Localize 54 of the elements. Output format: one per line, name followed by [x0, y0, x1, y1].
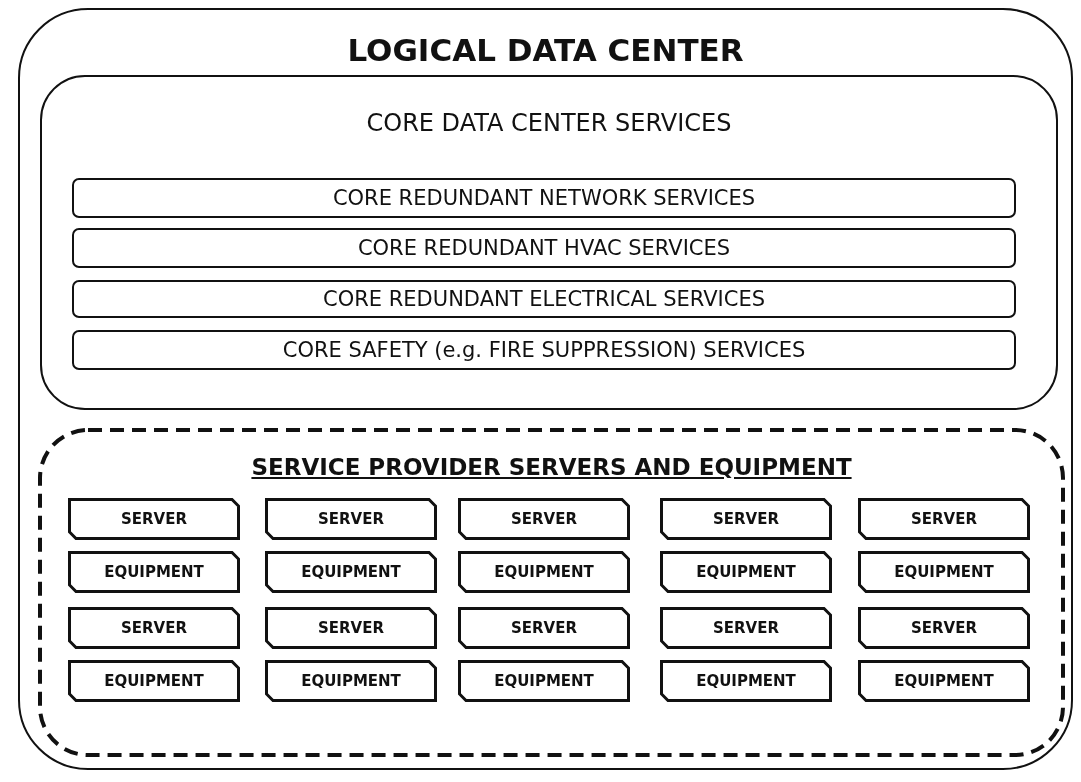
chamfered-box: [458, 660, 630, 702]
box-label: EQUIPMENT: [103, 563, 205, 581]
chamfered-box: [660, 660, 832, 702]
chamfered-box: [265, 498, 437, 540]
box-label: SERVER: [910, 619, 978, 637]
chamfered-box: [858, 660, 1030, 702]
chamfered-box: [660, 607, 832, 649]
group-box: [40, 75, 1058, 410]
chamfered-box: [458, 607, 630, 649]
dashed-group-box: [38, 428, 1065, 757]
chamfered-box: [68, 551, 240, 593]
box-label: EQUIPMENT: [493, 563, 595, 581]
chamfered-box: [858, 498, 1030, 540]
box-label: EQUIPMENT: [695, 563, 797, 581]
box-label: SERVER: [510, 510, 578, 528]
group-heading: SERVICE PROVIDER SERVERS AND EQUIPMENT: [251, 454, 852, 480]
chamfered-box: [458, 498, 630, 540]
box-label: SERVER: [910, 510, 978, 528]
chamfered-box: [858, 607, 1030, 649]
group-heading: LOGICAL DATA CENTER: [346, 32, 745, 68]
box-label: SERVER: [317, 619, 385, 637]
box-label: SERVER: [712, 510, 780, 528]
group-heading: CORE DATA CENTER SERVICES: [365, 109, 733, 137]
chamfered-box: [660, 551, 832, 593]
chamfered-box: [265, 607, 437, 649]
service-band: [72, 228, 1016, 268]
box-label: SERVER: [120, 510, 188, 528]
chamfered-box: [458, 551, 630, 593]
service-band: [72, 330, 1016, 370]
chamfered-box: [68, 607, 240, 649]
box-label: SERVER: [317, 510, 385, 528]
chamfered-box: [660, 498, 832, 540]
container-box: [18, 8, 1073, 770]
box-label: EQUIPMENT: [300, 563, 402, 581]
chamfered-box: [858, 551, 1030, 593]
box-label: EQUIPMENT: [893, 672, 995, 690]
box-label: CORE REDUNDANT ELECTRICAL SERVICES: [322, 287, 766, 311]
box-label: EQUIPMENT: [493, 672, 595, 690]
chamfered-box: [265, 551, 437, 593]
box-label: SERVER: [712, 619, 780, 637]
chamfered-box: [68, 498, 240, 540]
box-label: CORE REDUNDANT HVAC SERVICES: [356, 236, 732, 260]
chamfered-box: [265, 660, 437, 702]
service-band: [72, 280, 1016, 318]
box-label: EQUIPMENT: [695, 672, 797, 690]
chamfered-box: [68, 660, 240, 702]
box-label: SERVER: [120, 619, 188, 637]
box-label: EQUIPMENT: [893, 563, 995, 581]
box-label: CORE REDUNDANT NETWORK SERVICES: [331, 186, 757, 210]
box-label: CORE SAFETY (e.g. FIRE SUPPRESSION) SERVICES: [281, 338, 807, 362]
box-label: EQUIPMENT: [300, 672, 402, 690]
box-label: SERVER: [510, 619, 578, 637]
box-label: EQUIPMENT: [103, 672, 205, 690]
service-band: [72, 178, 1016, 218]
